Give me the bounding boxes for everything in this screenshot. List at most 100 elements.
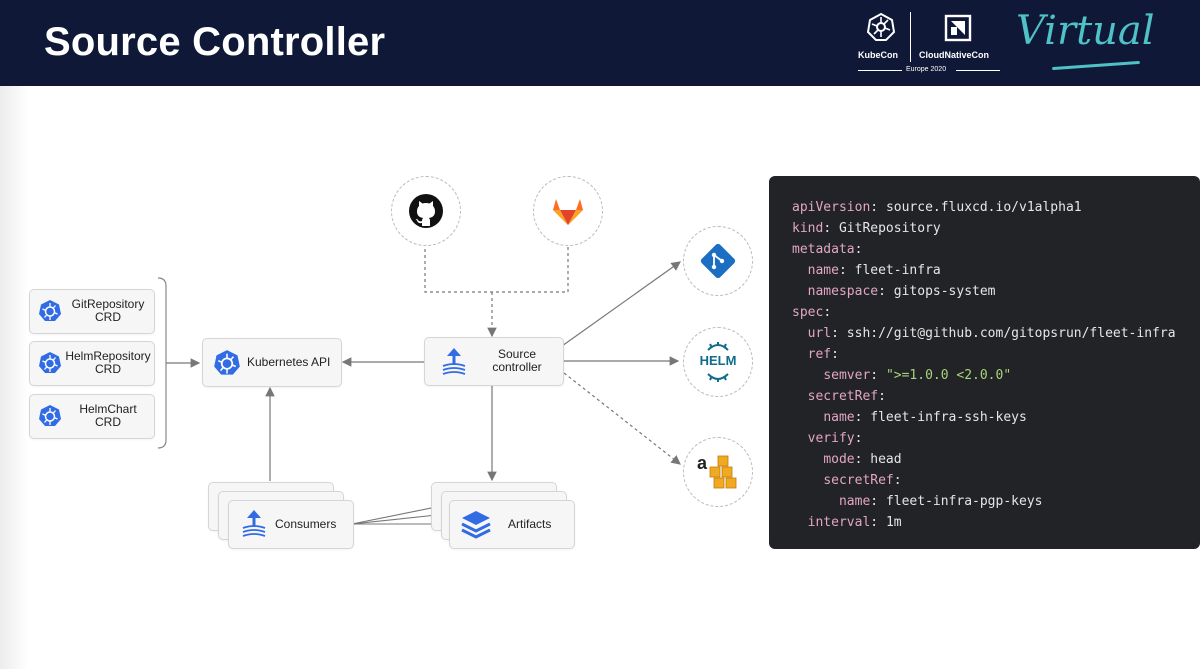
- yaml-key: url: [807, 326, 832, 341]
- virtual-label: Virtual: [1016, 8, 1155, 54]
- yaml-line: namespace: gitops-system: [807, 284, 996, 299]
- source-controller-card: Source controller: [424, 337, 564, 386]
- crd-label: HelmRepository CRD: [64, 350, 152, 376]
- crd-name: HelmChart: [79, 402, 137, 416]
- yaml-value: fleet-infra-ssh-keys: [870, 410, 1027, 425]
- yaml-key: name: [838, 494, 871, 509]
- crd-name: HelmRepository: [65, 349, 151, 363]
- yaml-key: apiVersion: [792, 200, 871, 215]
- layers-icon: [461, 511, 491, 539]
- crd-card-helmrepository: HelmRepository CRD: [29, 341, 155, 386]
- yaml-key: semver: [823, 368, 871, 383]
- yaml-value: gitops-system: [893, 284, 996, 299]
- crd-card-helmchart: HelmChart CRD: [29, 394, 155, 439]
- git-hosts-dashed-line: [424, 243, 569, 293]
- yaml-value: fleet-infra-pgp-keys: [885, 494, 1043, 509]
- flux-icon: [242, 510, 266, 537]
- artifacts-card: Artifacts: [449, 500, 575, 549]
- yaml-line: apiVersion: source.fluxcd.io/v1alpha1: [792, 200, 1082, 215]
- git-icon: [700, 243, 736, 279]
- yaml-key: verify: [807, 431, 855, 446]
- europe-2020-label: Europe 2020: [906, 66, 947, 73]
- crd-card-gitrepository: GitRepository CRD: [29, 289, 155, 334]
- europe-rule-right: [956, 70, 1000, 71]
- yaml-key: name: [807, 263, 839, 278]
- kubernetes-icon: [214, 350, 240, 375]
- kubecon-logo-icon: [866, 12, 896, 41]
- github-node: [391, 176, 461, 246]
- yaml-key: interval: [807, 515, 871, 530]
- cncf-logo-icon: [944, 14, 972, 42]
- left-shade: [0, 86, 28, 669]
- flux-icon: [442, 348, 466, 375]
- crd-bracket: [157, 277, 167, 449]
- consumers-to-artifacts-arrow-2: [351, 510, 448, 525]
- yaml-line: url: ssh://git@github.com/gitopsrun/flee…: [807, 326, 1176, 341]
- yaml-line: secretRef:: [823, 473, 902, 488]
- kubernetes-icon: [39, 300, 61, 321]
- helm-wheel-icon: [707, 342, 729, 382]
- yaml-value: ssh://git@github.com/gitopsrun/fleet-inf…: [846, 326, 1176, 341]
- yaml-line: kind: GitRepository: [792, 221, 941, 236]
- yaml-key: ref: [807, 347, 832, 362]
- crd-name: GitRepository: [71, 297, 145, 311]
- yaml-line: semver: ">=1.0.0 <2.0.0": [823, 368, 1012, 383]
- yaml-value: head: [870, 452, 902, 467]
- europe-rule-left: [858, 70, 902, 71]
- slide-title: Source Controller: [44, 20, 386, 64]
- crd-kind: CRD: [95, 415, 121, 429]
- yaml-value: source.fluxcd.io/v1alpha1: [885, 200, 1082, 215]
- yaml-value: ">=1.0.0 <2.0.0": [885, 368, 1012, 383]
- yaml-line: spec:: [792, 305, 832, 320]
- cloudnativecon-label: CloudNativeCon: [919, 50, 990, 60]
- yaml-key: spec: [792, 305, 824, 320]
- aws-boxes-icon: [709, 455, 737, 489]
- gitlab-node: [533, 176, 603, 246]
- git-node: [683, 226, 753, 296]
- yaml-key: name: [823, 410, 855, 425]
- source-to-s3-arrow: [563, 372, 681, 465]
- consumers-label: Consumers: [275, 517, 337, 531]
- yaml-line: verify:: [807, 431, 863, 446]
- kubernetes-icon: [39, 405, 61, 426]
- yaml-key: mode: [823, 452, 855, 467]
- crd-label: GitRepository CRD: [64, 298, 152, 324]
- yaml-key: secretRef: [807, 389, 879, 404]
- yaml-line: name: fleet-infra-pgp-keys: [838, 494, 1043, 509]
- gitlab-icon: [553, 199, 583, 225]
- yaml-key: secretRef: [823, 473, 894, 488]
- kubecon-label: KubeCon: [858, 50, 898, 60]
- yaml-line: secretRef:: [807, 389, 886, 404]
- yaml-value: GitRepository: [838, 221, 941, 236]
- gitrepository-yaml-panel: apiVersion: source.fluxcd.io/v1alpha1 ki…: [769, 176, 1200, 549]
- yaml-key: kind: [792, 221, 824, 236]
- helm-node: HELM: [683, 327, 753, 397]
- yaml-line: metadata:: [792, 242, 863, 257]
- header-bar: Source Controller KubeCon CloudNativeCon…: [0, 0, 1200, 86]
- yaml-line: mode: head: [823, 452, 902, 467]
- source-controller-line1: Source: [497, 347, 537, 361]
- amazon-a-label: a: [697, 453, 708, 473]
- kubernetes-api-card: Kubernetes API: [202, 338, 342, 387]
- yaml-line: interval: 1m: [807, 515, 902, 530]
- yaml-value: 1m: [885, 515, 902, 530]
- aws-s3-node: a: [683, 437, 753, 507]
- yaml-key: metadata: [792, 242, 855, 257]
- consumers-to-artifacts-arrow-1: [351, 502, 448, 525]
- yaml-value: fleet-infra: [854, 263, 941, 278]
- source-controller-label: Source controller: [477, 348, 557, 374]
- kubernetes-icon: [39, 352, 61, 373]
- yaml-line: name: fleet-infra: [807, 263, 941, 278]
- source-controller-line2: controller: [492, 360, 542, 374]
- crd-label: HelmChart CRD: [64, 403, 152, 429]
- github-icon: [409, 194, 443, 228]
- helm-label: HELM: [699, 353, 737, 368]
- consumers-card: Consumers: [228, 500, 354, 549]
- yaml-code: apiVersion: source.fluxcd.io/v1alpha1 ki…: [792, 197, 1176, 533]
- brand-divider: [910, 12, 911, 62]
- crd-kind: CRD: [95, 362, 121, 376]
- yaml-line: ref:: [807, 347, 839, 362]
- yaml-line: name: fleet-infra-ssh-keys: [823, 410, 1027, 425]
- kubernetes-api-label: Kubernetes API: [247, 355, 331, 369]
- source-to-git-arrow: [561, 261, 681, 347]
